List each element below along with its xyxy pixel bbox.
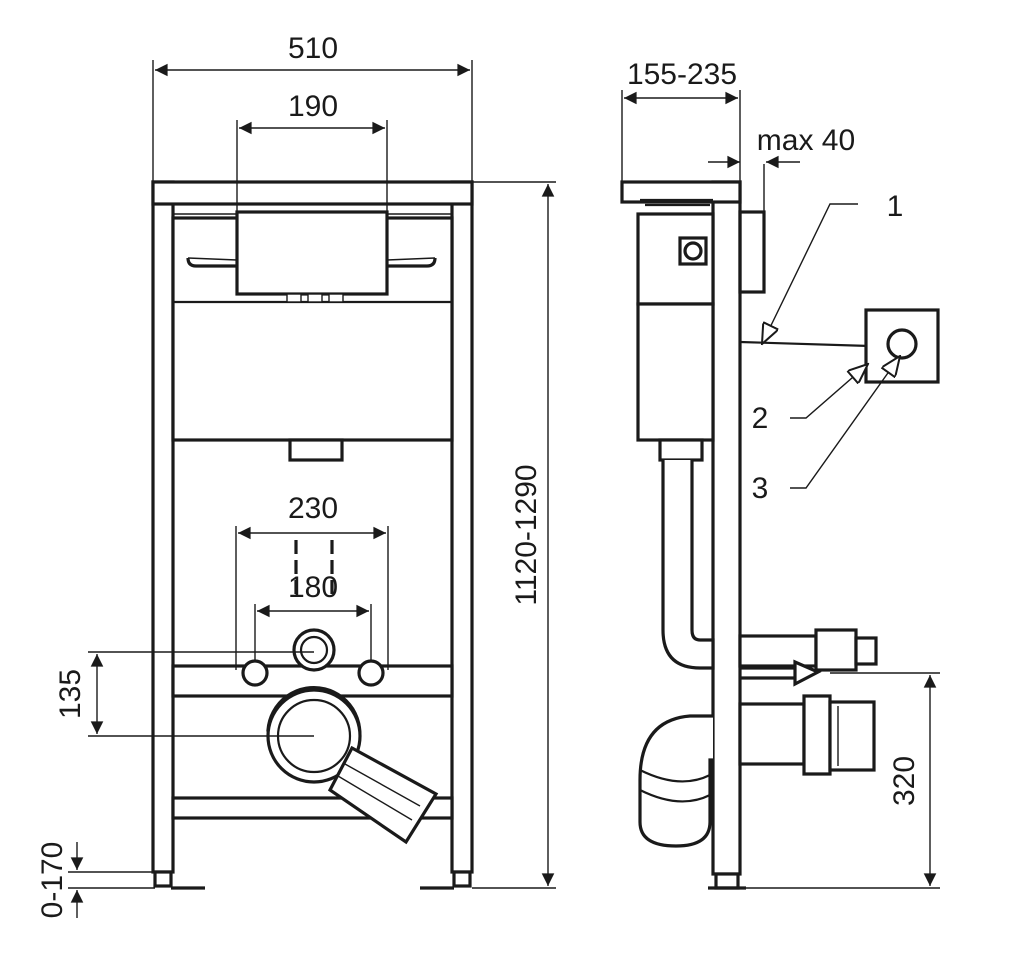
supply-connector	[738, 634, 818, 668]
dim-foot-adjust: 0-170	[36, 842, 69, 919]
side-flush-plate	[738, 210, 766, 294]
callout-3: 3	[752, 472, 769, 505]
dim-frame-width: 510	[288, 32, 338, 65]
callout-leaders	[762, 203, 900, 489]
bracket-symbol	[678, 236, 708, 266]
dim-stud-inner: 180	[288, 571, 338, 604]
side-cistern-lower	[636, 302, 715, 442]
left-handle	[186, 257, 237, 268]
side-top-cap	[620, 180, 742, 204]
dim-drain-offset: 135	[54, 669, 87, 719]
drain-elbow	[266, 686, 439, 845]
left-post	[151, 180, 175, 874]
front-view	[151, 180, 474, 890]
flush-plate	[235, 210, 389, 296]
callout-2: 2	[752, 402, 769, 435]
right-stud	[357, 659, 385, 687]
left-stud	[241, 659, 269, 687]
right-post	[450, 180, 474, 874]
dim-max-wall: max 40	[757, 124, 855, 157]
side-dimensions	[621, 90, 940, 889]
left-foot	[153, 870, 173, 888]
front-dimensions	[68, 60, 556, 918]
callout-1: 1	[887, 190, 904, 223]
dim-depth-range: 155-235	[627, 58, 737, 91]
cistern-outlet	[288, 438, 344, 462]
right-handle	[387, 257, 437, 268]
dim-height-range: 1120-1290	[510, 464, 543, 605]
side-post	[711, 180, 742, 876]
drain-connector	[738, 702, 806, 766]
top-rail	[151, 180, 474, 206]
dim-stud-outer: 230	[288, 492, 338, 525]
side-foot	[714, 872, 740, 890]
flush-pipe	[661, 460, 715, 670]
dim-plate-width: 190	[288, 90, 338, 123]
side-view	[620, 180, 940, 890]
dim-drain-height: 320	[888, 756, 921, 806]
right-foot	[452, 870, 472, 888]
